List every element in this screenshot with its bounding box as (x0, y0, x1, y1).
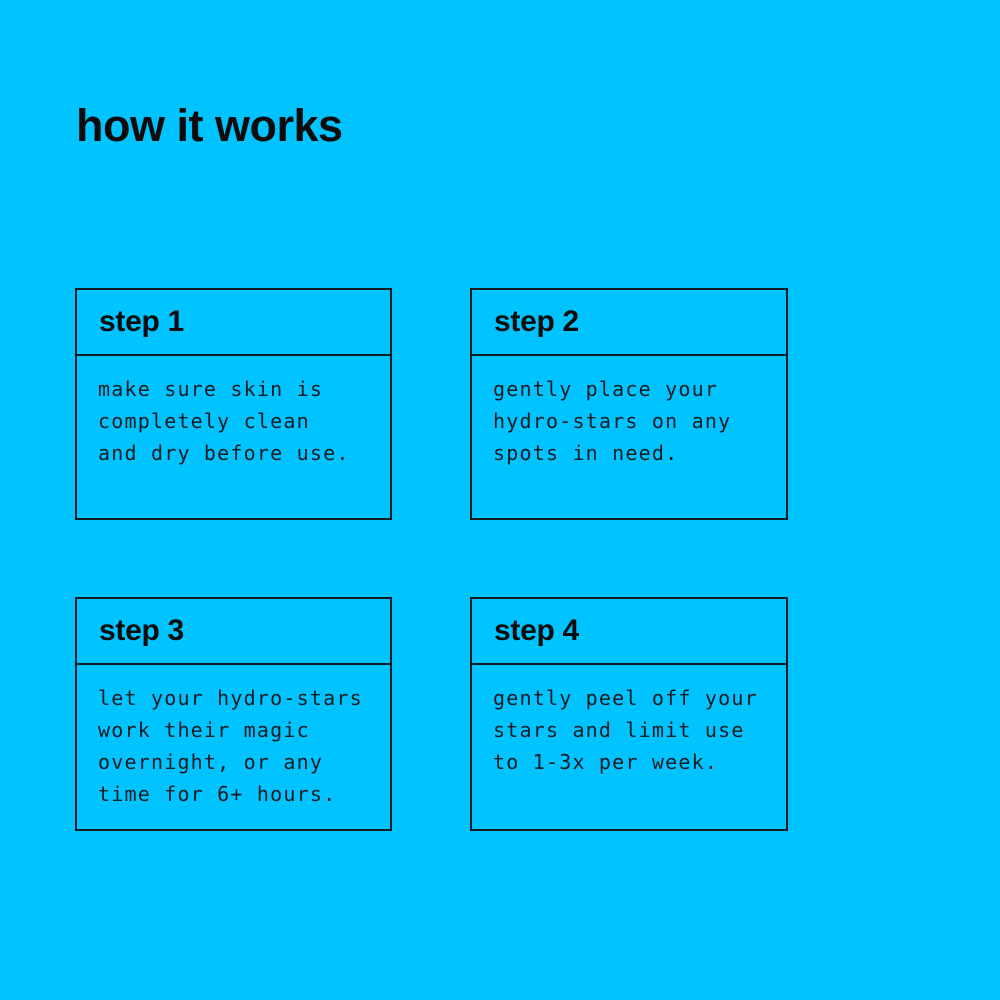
page-title: how it works (76, 100, 343, 151)
step-4-description: gently peel off your stars and limit use… (493, 686, 758, 774)
step-2-card: step 2 gently place your hydro-stars on … (470, 288, 788, 520)
step-4-card: step 4 gently peel off your stars and li… (470, 597, 788, 831)
step-1-description: make sure skin is completely clean and d… (98, 377, 350, 465)
step-3-card: step 3 let your hydro-stars work their m… (75, 597, 392, 831)
step-3-heading: step 3 (77, 599, 390, 665)
step-1-heading: step 1 (77, 290, 390, 356)
step-3-description: let your hydro-stars work their magic ov… (98, 686, 363, 806)
step-2-description: gently place your hydro-stars on any spo… (493, 377, 732, 465)
step-1-card: step 1 make sure skin is completely clea… (75, 288, 392, 520)
step-2-heading: step 2 (472, 290, 786, 356)
step-4-heading: step 4 (472, 599, 786, 665)
